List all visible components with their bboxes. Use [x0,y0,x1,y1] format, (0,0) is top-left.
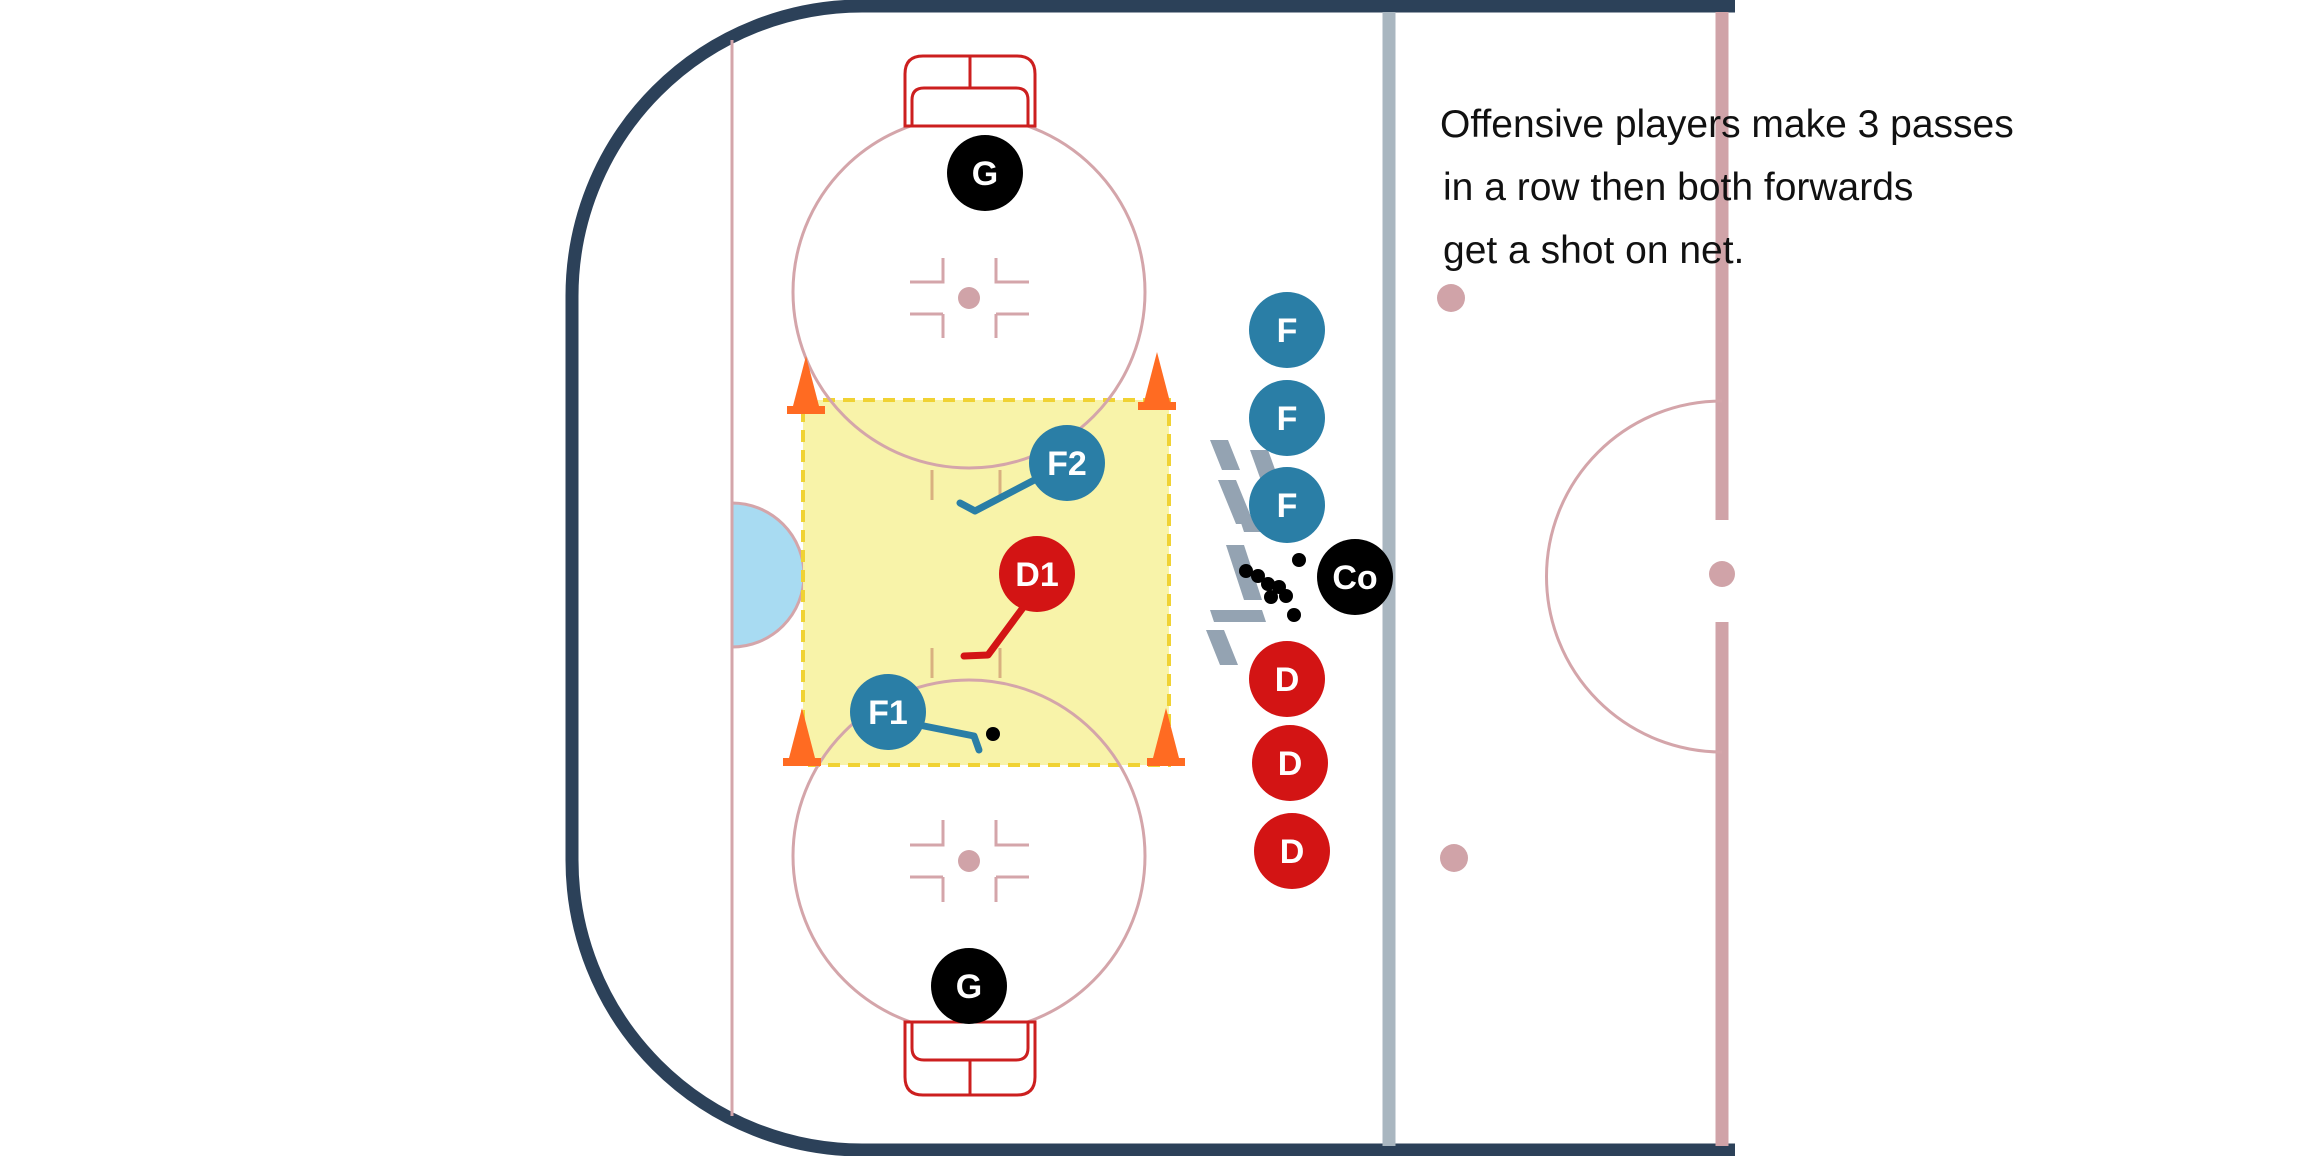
hockey-stick-icon [960,601,1029,660]
puck-icon [1251,569,1265,583]
puck-icon [1292,553,1306,567]
svg-text:G: G [972,155,998,193]
svg-text:D1: D1 [1015,556,1058,594]
neutral-zone-dot-bottom [1440,844,1468,872]
svg-text:F2: F2 [1047,445,1087,483]
goalie-bottom: G [931,948,1007,1024]
svg-text:D: D [1278,745,1303,783]
puck-cluster [1239,553,1306,622]
coach: Co [1317,539,1393,615]
traffic-cone-icon [1147,708,1185,766]
instruction-line-1: Offensive players make 3 passes [1440,103,2014,146]
puck-icon [1239,564,1253,578]
defense-d1: D1 [999,536,1075,612]
forward-line-player-1: F [1249,292,1325,368]
forward-f2: F2 [1029,425,1105,501]
center-faceoff-dot [1709,561,1735,587]
svg-text:D: D [1280,833,1305,871]
svg-text:Co: Co [1332,559,1377,597]
goal-net-icon [903,54,1037,128]
instruction-line-2: in a row then both forwards [1443,166,1913,209]
traffic-cone-icon [787,356,825,414]
goal-net-icon [903,1020,1037,1097]
puck-icon [1264,590,1278,604]
forward-line-player-3: F [1249,467,1325,543]
svg-text:D: D [1275,661,1300,699]
instruction-line-3: get a shot on net. [1443,229,1744,272]
drill-instructions: Offensive players make 3 passes in a row… [1440,103,2014,272]
hash-marks-bottom [930,648,1002,678]
center-circle [1545,399,1723,754]
puck-icon [1279,589,1293,603]
puck-icon [1287,608,1301,622]
traffic-cone-icon [1138,352,1176,410]
defense-line-player-3: D [1254,813,1330,889]
svg-text:F: F [1277,312,1298,350]
puck-icon [1261,577,1275,591]
hockey-stick-icon [910,720,983,754]
defense-line-player-1: D [1249,641,1325,717]
forward-line-player-2: F [1249,380,1325,456]
forward-f1: F1 [850,674,926,750]
puck-icon [986,727,1000,741]
rink-boards [565,0,1735,1156]
svg-text:F: F [1277,400,1298,438]
svg-text:G: G [956,968,982,1006]
svg-text:F1: F1 [868,694,908,732]
hockey-stick-icon [956,472,1046,515]
svg-text:F: F [1277,487,1298,525]
neutral-zone-dot-top [1437,284,1465,312]
goalie-top: G [947,135,1023,211]
defense-line-player-2: D [1252,725,1328,801]
traffic-cone-icon [783,708,821,766]
